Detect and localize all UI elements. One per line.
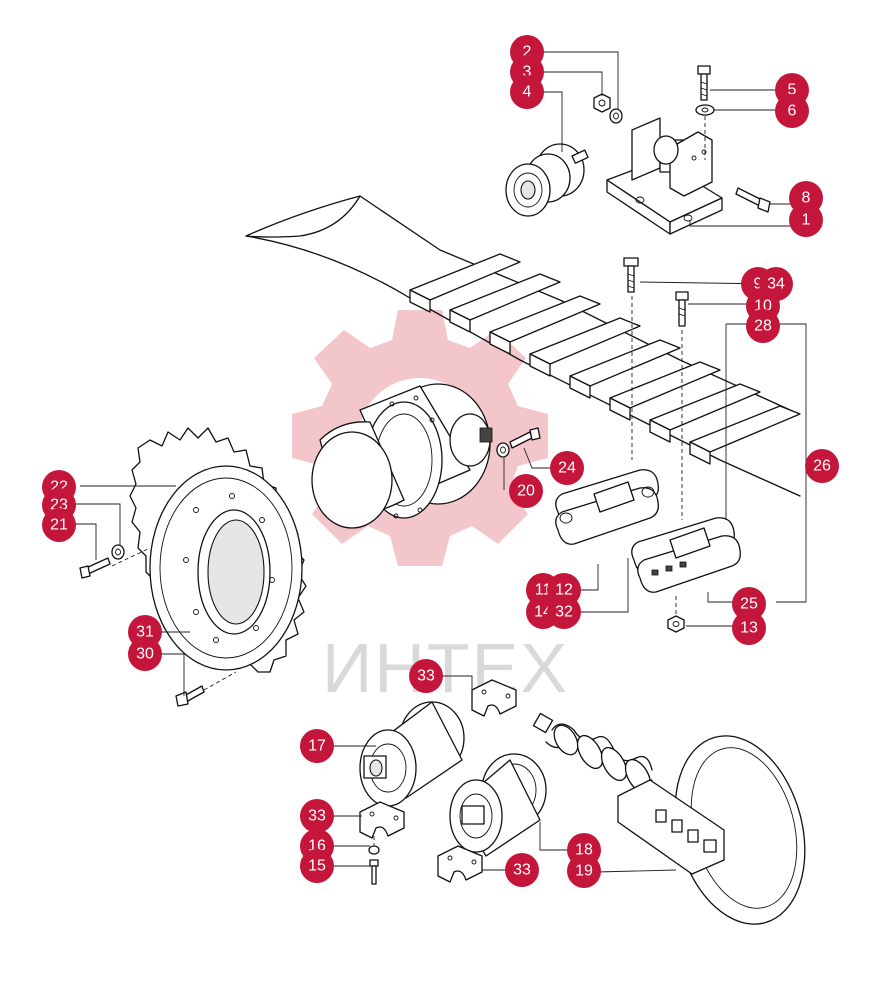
svg-text:2: 2 xyxy=(523,44,532,61)
callout-19[interactable]: 19 xyxy=(567,854,601,888)
svg-text:11: 11 xyxy=(535,582,552,599)
callout-17[interactable]: 17 xyxy=(300,729,334,763)
svg-text:6: 6 xyxy=(788,103,797,120)
callout-25[interactable]: 25 xyxy=(732,587,766,621)
shoe-bolts xyxy=(623,257,689,327)
callout-6[interactable]: 6 xyxy=(775,94,809,128)
svg-text:15: 15 xyxy=(308,858,326,875)
callout-21[interactable]: 21 xyxy=(42,508,76,542)
track-roller-17 xyxy=(359,701,465,807)
track-link-front xyxy=(555,469,659,545)
callout-33-mid[interactable]: 33 xyxy=(300,799,334,833)
svg-text:33: 33 xyxy=(417,668,435,685)
clamp-bolt xyxy=(368,845,380,885)
svg-text:18: 18 xyxy=(575,842,593,859)
roller-clamp-mid xyxy=(359,801,405,839)
svg-text:5: 5 xyxy=(788,82,797,99)
bearing-bracket xyxy=(606,117,723,235)
callout-20[interactable]: 20 xyxy=(509,474,543,508)
svg-text:1: 1 xyxy=(802,212,811,229)
svg-text:19: 19 xyxy=(575,863,593,880)
svg-text:34: 34 xyxy=(767,276,785,293)
svg-text:4: 4 xyxy=(523,84,532,101)
svg-text:20: 20 xyxy=(517,483,535,500)
track-link-rear xyxy=(631,517,741,593)
callout-15[interactable]: 15 xyxy=(300,849,334,883)
svg-text:28: 28 xyxy=(754,318,772,335)
bolt-horizontal-bracket xyxy=(735,187,771,213)
svg-text:33: 33 xyxy=(513,862,531,879)
svg-text:17: 17 xyxy=(308,738,326,755)
svg-text:25: 25 xyxy=(740,596,758,613)
watermark-brand: ИНТЕХ xyxy=(322,629,570,707)
svg-text:30: 30 xyxy=(136,646,154,663)
svg-text:12: 12 xyxy=(555,582,573,599)
motor-bolt xyxy=(496,427,541,458)
callout-33-top[interactable]: 33 xyxy=(409,659,443,693)
svg-text:14: 14 xyxy=(534,604,552,621)
svg-text:31: 31 xyxy=(136,624,154,641)
link-nut xyxy=(667,615,685,633)
svg-text:8: 8 xyxy=(802,190,811,207)
drive-sprocket xyxy=(129,427,307,673)
sprocket-bolt-lower xyxy=(175,685,205,707)
callout-30[interactable]: 30 xyxy=(128,637,162,671)
carrier-roller xyxy=(505,143,589,217)
svg-text:9: 9 xyxy=(754,276,763,293)
svg-text:3: 3 xyxy=(523,64,532,81)
svg-text:32: 32 xyxy=(555,604,573,621)
callout-26[interactable]: 26 xyxy=(805,449,839,483)
callout-33-bottom[interactable]: 33 xyxy=(505,853,539,887)
callout-4[interactable]: 4 xyxy=(510,75,544,109)
callout-28[interactable]: 28 xyxy=(746,309,780,343)
track-roller-18 xyxy=(449,753,547,857)
sprocket-bolt-upper xyxy=(79,544,125,579)
svg-text:24: 24 xyxy=(558,460,576,477)
callout-32[interactable]: 32 xyxy=(547,595,581,629)
roller-clamp-bottom xyxy=(437,845,483,883)
callout-1[interactable]: 1 xyxy=(789,203,823,237)
svg-text:33: 33 xyxy=(308,808,326,825)
roller-clamp-top xyxy=(471,679,517,717)
track-shoe-chain xyxy=(245,195,801,497)
final-drive-motor xyxy=(311,383,493,529)
callout-13[interactable]: 13 xyxy=(732,611,766,645)
callout-24[interactable]: 24 xyxy=(550,451,584,485)
svg-text:26: 26 xyxy=(813,458,831,475)
svg-text:13: 13 xyxy=(740,620,758,637)
svg-text:21: 21 xyxy=(50,517,68,534)
front-idler xyxy=(617,735,806,925)
bolt-vertical-top xyxy=(695,65,715,116)
